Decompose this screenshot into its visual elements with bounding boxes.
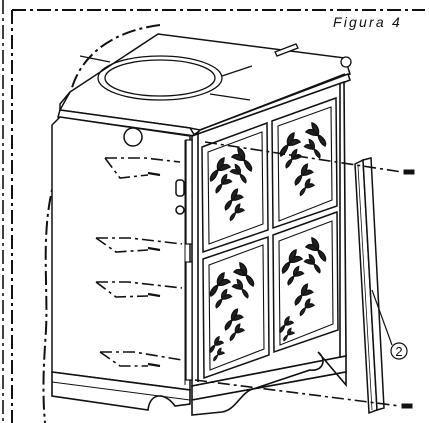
door-upper-left — [201, 121, 269, 254]
callout-2: 2 — [371, 289, 408, 360]
hinge-strip — [185, 139, 193, 381]
top-rail-handle — [274, 43, 352, 68]
figure-title: Figura 4 — [333, 14, 402, 30]
break-line — [42, 24, 161, 423]
assembly-lines — [95, 141, 403, 407]
callout-number: 2 — [395, 344, 402, 359]
screws — [147, 169, 415, 409]
side-trim-profile-part — [354, 157, 385, 415]
door-lower-right — [272, 210, 339, 354]
door-upper-right — [271, 96, 338, 230]
door-lower-left — [202, 235, 270, 380]
plinth — [51, 351, 347, 416]
callout-circle — [390, 342, 408, 360]
cooktop-rings — [79, 55, 253, 101]
